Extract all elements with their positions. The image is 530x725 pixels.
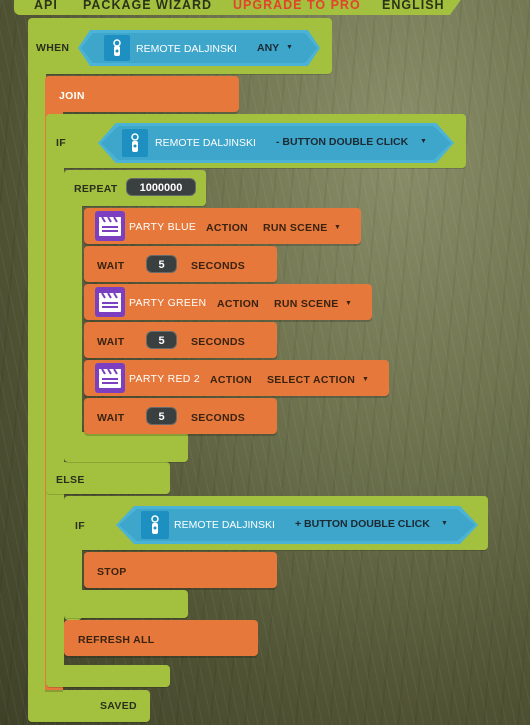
wait-seconds-input[interactable]: 5 xyxy=(146,407,177,425)
chevron-down-icon[interactable]: ▼ xyxy=(362,376,370,383)
when-event-dropdown[interactable]: ANY xyxy=(257,42,280,54)
scene-action-block[interactable] xyxy=(84,284,372,320)
action-label: ACTION xyxy=(206,222,249,234)
wait-seconds-input[interactable]: 5 xyxy=(146,331,177,349)
wait-label: WAIT xyxy=(97,336,125,348)
saved-status: SAVED xyxy=(100,700,137,712)
repeat-label: REPEAT xyxy=(74,183,118,195)
stop-block[interactable] xyxy=(84,552,277,588)
scene-action-block[interactable] xyxy=(84,208,361,244)
seconds-label: SECONDS xyxy=(191,336,246,348)
seconds-label: SECONDS xyxy=(191,260,246,272)
if-condition[interactable] xyxy=(116,506,478,544)
else-block[interactable] xyxy=(46,462,170,494)
nav-upgrade-to-pro[interactable]: UPGRADE TO PRO xyxy=(233,0,361,12)
chevron-down-icon[interactable]: ▼ xyxy=(420,138,427,145)
if-block-spine xyxy=(46,150,64,685)
refresh-all-block[interactable] xyxy=(64,620,258,656)
when-device-name: REMOTE DALJINSKI xyxy=(136,43,237,55)
remote-icon xyxy=(122,129,148,157)
if-event-dropdown[interactable]: - BUTTON DOUBLE CLICK xyxy=(276,136,409,148)
repeat-count-input[interactable]: 1000000 xyxy=(126,178,196,196)
action-label: ACTION xyxy=(210,374,253,386)
clapperboard-icon xyxy=(95,211,125,241)
scene-name: PARTY RED 2 xyxy=(129,373,200,385)
chevron-down-icon[interactable]: ▼ xyxy=(441,520,448,527)
when-block-footer xyxy=(28,690,150,722)
stop-label: STOP xyxy=(97,566,127,578)
if-condition[interactable] xyxy=(98,123,454,163)
if-device-name: REMOTE DALJINSKI xyxy=(174,519,275,531)
nav-language[interactable]: ENGLISH xyxy=(382,0,445,12)
when-block-spine xyxy=(28,60,46,710)
when-label: WHEN xyxy=(36,42,70,54)
wait-block[interactable] xyxy=(84,322,277,358)
repeat-block-footer xyxy=(64,432,188,462)
clapperboard-icon xyxy=(95,363,125,393)
chevron-down-icon[interactable]: ▼ xyxy=(286,44,293,51)
else-label: ELSE xyxy=(56,474,85,486)
remote-icon xyxy=(104,35,130,61)
if-block-footer xyxy=(46,665,170,687)
scene-name: PARTY BLUE xyxy=(129,221,197,233)
action-label: ACTION xyxy=(217,298,260,310)
wait-block[interactable] xyxy=(84,246,277,282)
top-nav-bar xyxy=(14,0,468,15)
chevron-down-icon[interactable]: ▼ xyxy=(345,300,353,307)
chevron-down-icon[interactable]: ▼ xyxy=(334,224,342,231)
if-label: IF xyxy=(75,520,85,532)
remote-icon xyxy=(141,511,169,539)
action-dropdown[interactable]: RUN SCENE xyxy=(263,222,328,234)
join-block-header[interactable] xyxy=(45,76,239,112)
scene-name: PARTY GREEN xyxy=(129,297,207,309)
scene-action-block[interactable] xyxy=(84,360,389,396)
if-event-dropdown[interactable]: + BUTTON DOUBLE CLICK xyxy=(295,518,430,530)
wait-seconds-input[interactable]: 5 xyxy=(146,255,177,273)
wait-block[interactable] xyxy=(84,398,277,434)
clapperboard-icon xyxy=(95,287,125,317)
join-label: JOIN xyxy=(59,90,85,102)
action-dropdown[interactable]: RUN SCENE xyxy=(274,298,339,310)
if-block-footer xyxy=(64,590,188,618)
if-label: IF xyxy=(56,137,66,149)
if-device-name: REMOTE DALJINSKI xyxy=(155,137,256,149)
action-dropdown[interactable]: SELECT ACTION xyxy=(267,374,356,386)
wait-label: WAIT xyxy=(97,412,125,424)
wait-label: WAIT xyxy=(97,260,125,272)
refresh-all-label: REFRESH ALL xyxy=(78,634,155,646)
repeat-block-spine xyxy=(64,195,82,450)
nav-package-wizard[interactable]: PACKAGE WIZARD xyxy=(83,0,213,12)
nav-api[interactable]: API xyxy=(34,0,58,12)
seconds-label: SECONDS xyxy=(191,412,246,424)
